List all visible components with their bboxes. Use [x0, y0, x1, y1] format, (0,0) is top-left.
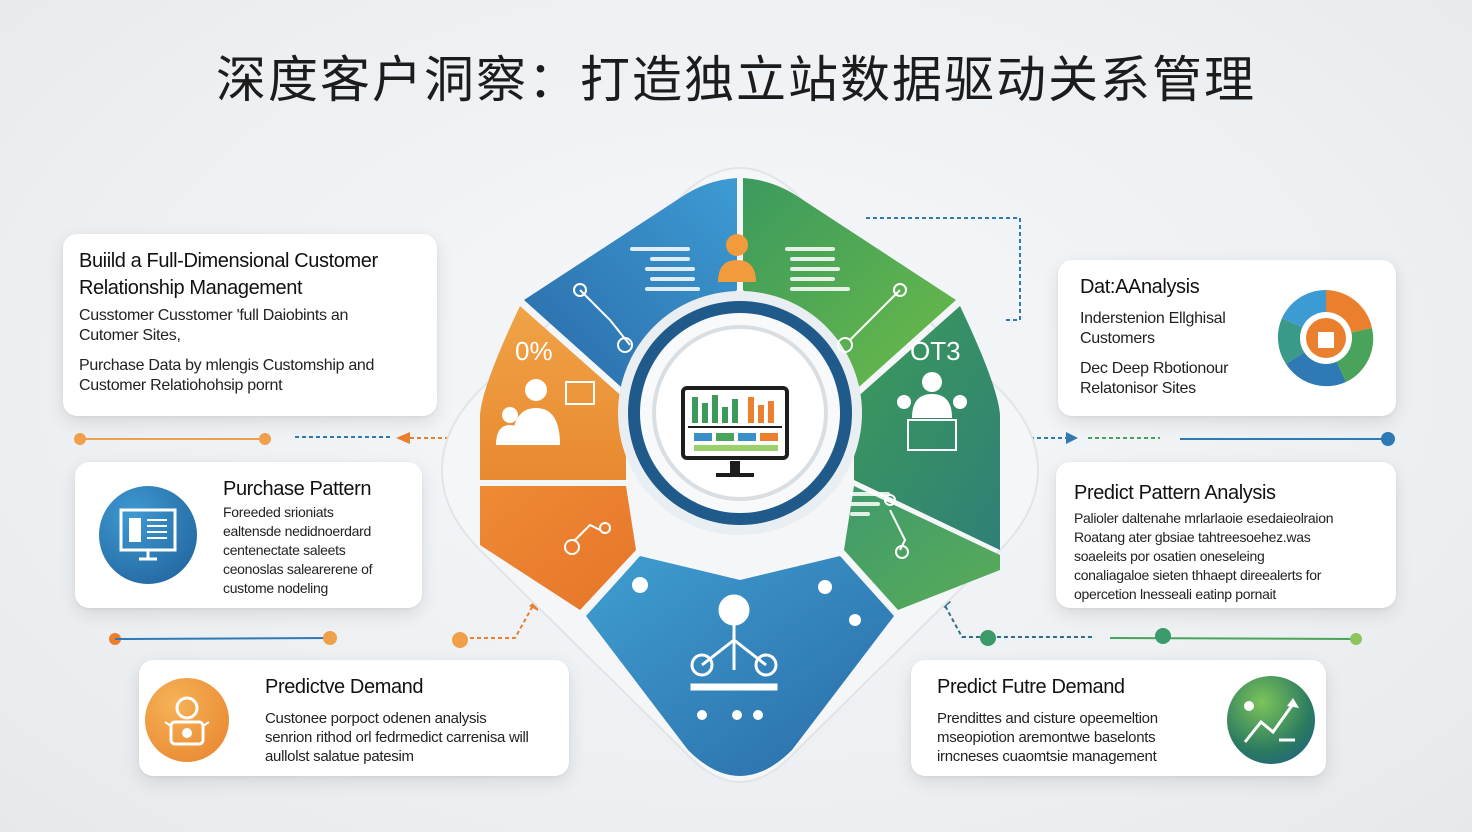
predict-pattern-line5: opercetion lnesseali eatinp pornait [1074, 586, 1276, 602]
document-monitor-icon [99, 486, 197, 584]
crm-line3: Purchase Data by mlengis Customship and [79, 357, 375, 374]
predictive-line1: Custonee porpoct odenen analysis [265, 710, 487, 727]
crm-card: Buiild a Full-Dimensional Customer Relat… [63, 234, 437, 416]
growth-chart-icon [1227, 676, 1315, 764]
pie-chart-icon [1276, 288, 1376, 388]
crm-line2: Cutomer Sites, [79, 327, 181, 344]
purchase-line3: centenectate saleets [223, 542, 346, 558]
predict-pattern-title: Predict Pattern Analysis [1074, 482, 1276, 504]
analytics-monitor-icon [680, 385, 790, 485]
data-analysis-line2: Customers [1080, 330, 1155, 347]
data-analysis-card: Dat:AAnalysis Inderstenion Ellghisal Cus… [1058, 260, 1396, 416]
data-analysis-line4: Relatonisor Sites [1080, 380, 1196, 397]
purchase-pattern-card: Purchase Pattern Foreeded srioniats ealt… [75, 462, 422, 608]
data-analysis-line3: Dec Deep Rbotionour [1080, 360, 1229, 377]
predictive-line3: aullolst salatue patesim [265, 748, 414, 765]
predict-pattern-card: Predict Pattern Analysis Palioler dalten… [1056, 462, 1396, 608]
crm-title-line1: Buiild a Full-Dimensional Customer [79, 250, 378, 272]
purchase-line5: custome nodeling [223, 580, 328, 596]
future-title: Predict Futre Demand [937, 676, 1125, 698]
page-title: 深度客户洞察：打造独立站数据驱动关系管理 [216, 51, 1256, 109]
crm-line4: Customer Relatiohohsip pornt [79, 377, 283, 394]
user-network-icon [145, 678, 229, 762]
future-demand-card: Predict Futre Demand Prendittes and cist… [911, 660, 1326, 776]
data-analysis-title: Dat:AAnalysis [1080, 276, 1200, 298]
predictive-title: Predictve Demand [265, 676, 424, 698]
right-label: OT3 [910, 336, 961, 366]
predict-pattern-line3: soaeleits por osatien oneseleing [1074, 548, 1265, 564]
predictive-line2: senrion rithod orl fedrmedict carrenisa … [265, 729, 529, 746]
crm-title-line2: Relationship Management [79, 277, 303, 299]
purchase-title: Purchase Pattern [223, 478, 372, 500]
data-analysis-line1: Inderstenion Ellghisal [1080, 310, 1226, 327]
purchase-line4: ceonoslas salearerene of [223, 561, 373, 577]
predict-pattern-line4: conaliagaloe sieten thhaept direealerts … [1074, 567, 1322, 583]
left-percent: 0% [515, 336, 553, 366]
purchase-line1: Foreeded srioniats [223, 504, 334, 520]
purchase-line2: ealtensde nedidnoerdard [223, 523, 372, 539]
predictive-demand-card: Predictve Demand Custonee porpoct odenen… [139, 660, 569, 776]
future-line2: mseopiotion aremontwe baselonts [937, 729, 1156, 746]
future-line3: irncneses cuaomtsie management [937, 748, 1157, 765]
predict-pattern-line2: Roatang ater gbsiae tahtreesoehez.was [1074, 529, 1311, 545]
predict-pattern-line1: Palioler daltenahe mrlarlaoie esedaieolr… [1074, 510, 1334, 526]
crm-line1: Cusstomer Cusstomer 'full Daiobints an [79, 307, 349, 324]
future-line1: Prendittes and cisture opeemeltion [937, 710, 1158, 727]
